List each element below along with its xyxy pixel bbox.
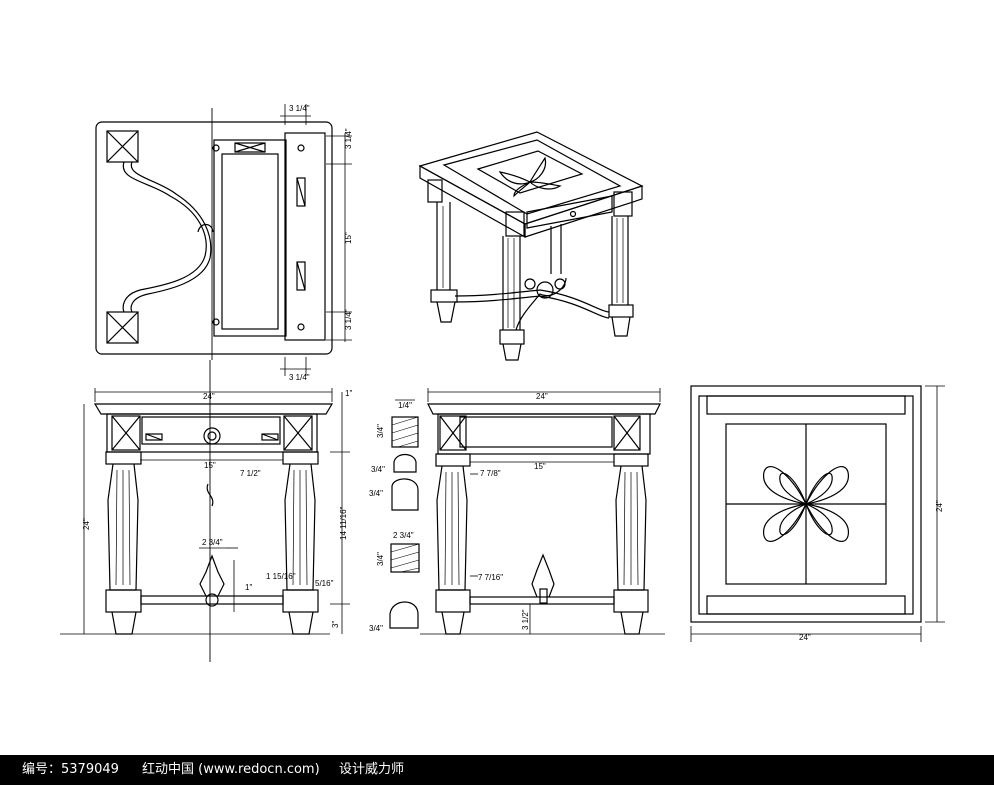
front-view [60,360,350,662]
dim-profile-7: 3/4" [369,624,383,633]
dim-plan-width: 24" [799,633,811,642]
dim-front-1a: 1" [345,389,352,398]
dim-profile-3: 3/4" [371,465,385,474]
footer-id: 编号：5379049 [22,762,119,777]
top-view [95,104,352,376]
dim-front-14: 14 11/16" [339,506,348,540]
dim-profile-5: 2 3/4" [393,531,414,540]
dim-top-5: 3 1/4" [289,373,310,382]
dim-profile-2: 3/4" [376,424,385,438]
dim-front-7: 7 1/2" [240,469,261,478]
dim-side-7-7-16: 7 7/16" [478,573,503,582]
dim-plan-height: 24" [935,500,944,512]
dim-profile-6: 3/4" [376,552,385,566]
watermark-footer: 编号：5379049 红动中国 (www.redocn.com) 设计威力师 [0,755,994,785]
dim-top-1: 3 1/4" [289,104,310,113]
dim-side-7-7: 7 7/8" [480,469,501,478]
dim-profile-4: 3/4" [369,489,383,498]
dim-top-2: 3 1/4" [344,128,353,149]
dim-front-5-16: 5/16" [315,579,334,588]
dim-front-3: 3" [331,621,340,628]
dim-top-4: 3 1/4" [344,309,353,330]
perspective-view [418,131,644,361]
dim-top-3: 15" [344,232,353,244]
dim-front-2-3: 2 3/4" [202,538,223,547]
dim-front-width: 24" [203,392,215,401]
dim-front-15: 15" [204,461,216,470]
footer-designer: 设计威力师 [339,762,405,777]
side-view [420,388,665,635]
dim-front-1-15: 1 15/16" [266,572,296,581]
dim-front-height: 24" [82,518,91,530]
footer-site: 红动中国 (www.redocn.com) [142,762,320,777]
dim-front-1b: 1" [245,583,252,592]
plan-view [690,385,945,642]
profile-details [389,399,420,629]
dim-side-3-1: 3 1/2" [521,609,530,630]
dim-profile-1: 1/4" [398,401,412,410]
dim-side-width: 24" [536,392,548,401]
dim-side-15: 15" [534,462,546,471]
furniture-cad-drawing: 3 1/4" 3 1/4" 15" 3 1/4" 3 1/4" 24" 15" … [60,104,945,662]
